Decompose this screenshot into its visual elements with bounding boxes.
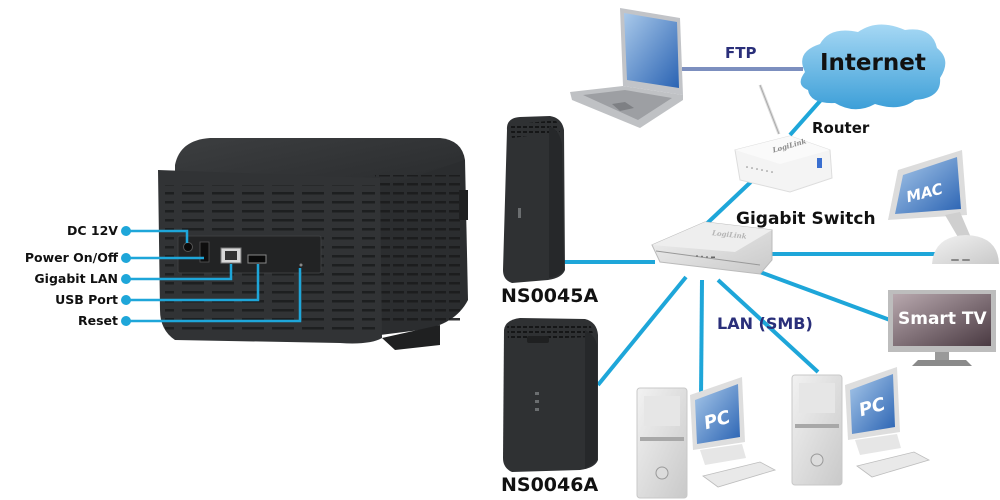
port-dot-usb — [121, 295, 131, 305]
model-ns0046a: NS0046A — [501, 474, 599, 496]
nas-tower-2 — [503, 318, 598, 472]
port-dot-power — [121, 253, 131, 263]
nas-tower-1 — [503, 116, 565, 283]
router-icon — [734, 84, 833, 193]
nas-rear-view — [158, 138, 468, 350]
mac-icon — [888, 150, 999, 264]
usb-port — [247, 254, 267, 264]
internet-label: Internet — [820, 50, 926, 76]
laptop-icon — [570, 8, 683, 128]
model-ns0045a: NS0045A — [501, 285, 599, 307]
pc-1-icon — [636, 377, 777, 499]
router-label: Router — [812, 119, 870, 137]
internet-cloud-icon — [800, 24, 946, 110]
cable-switch-nas2 — [596, 275, 688, 387]
port-label-dc-12v: DC 12V — [67, 223, 118, 238]
cable-switch-router — [698, 176, 757, 232]
lan-smb-label: LAN (SMB) — [717, 314, 813, 333]
port-label-usb: USB Port — [55, 292, 118, 307]
port-dot-reset — [121, 316, 131, 326]
cable-switch-tv — [759, 270, 891, 322]
port-label-reset: Reset — [78, 313, 118, 328]
port-leader-lines — [126, 229, 302, 323]
reset-pinhole — [299, 263, 303, 267]
port-dot-gigabit-lan — [121, 274, 131, 284]
smart-tv-label: Smart TV — [898, 309, 987, 329]
cable-switch-pc1 — [699, 279, 704, 399]
port-label-gigabit-lan: Gigabit LAN — [34, 271, 118, 286]
smart-tv-icon — [888, 290, 996, 366]
port-dot-dc-12v — [121, 226, 131, 236]
gigabit-switch-label: Gigabit Switch — [736, 209, 876, 229]
gigabit-switch-icon — [651, 221, 773, 275]
power-switch — [199, 241, 210, 263]
cables — [562, 67, 935, 399]
cable-switch-pc2 — [716, 278, 820, 374]
ftp-label: FTP — [725, 44, 757, 62]
port-label-power: Power On/Off — [24, 250, 118, 265]
dc-jack — [183, 242, 193, 252]
pc-2-icon — [791, 367, 931, 486]
